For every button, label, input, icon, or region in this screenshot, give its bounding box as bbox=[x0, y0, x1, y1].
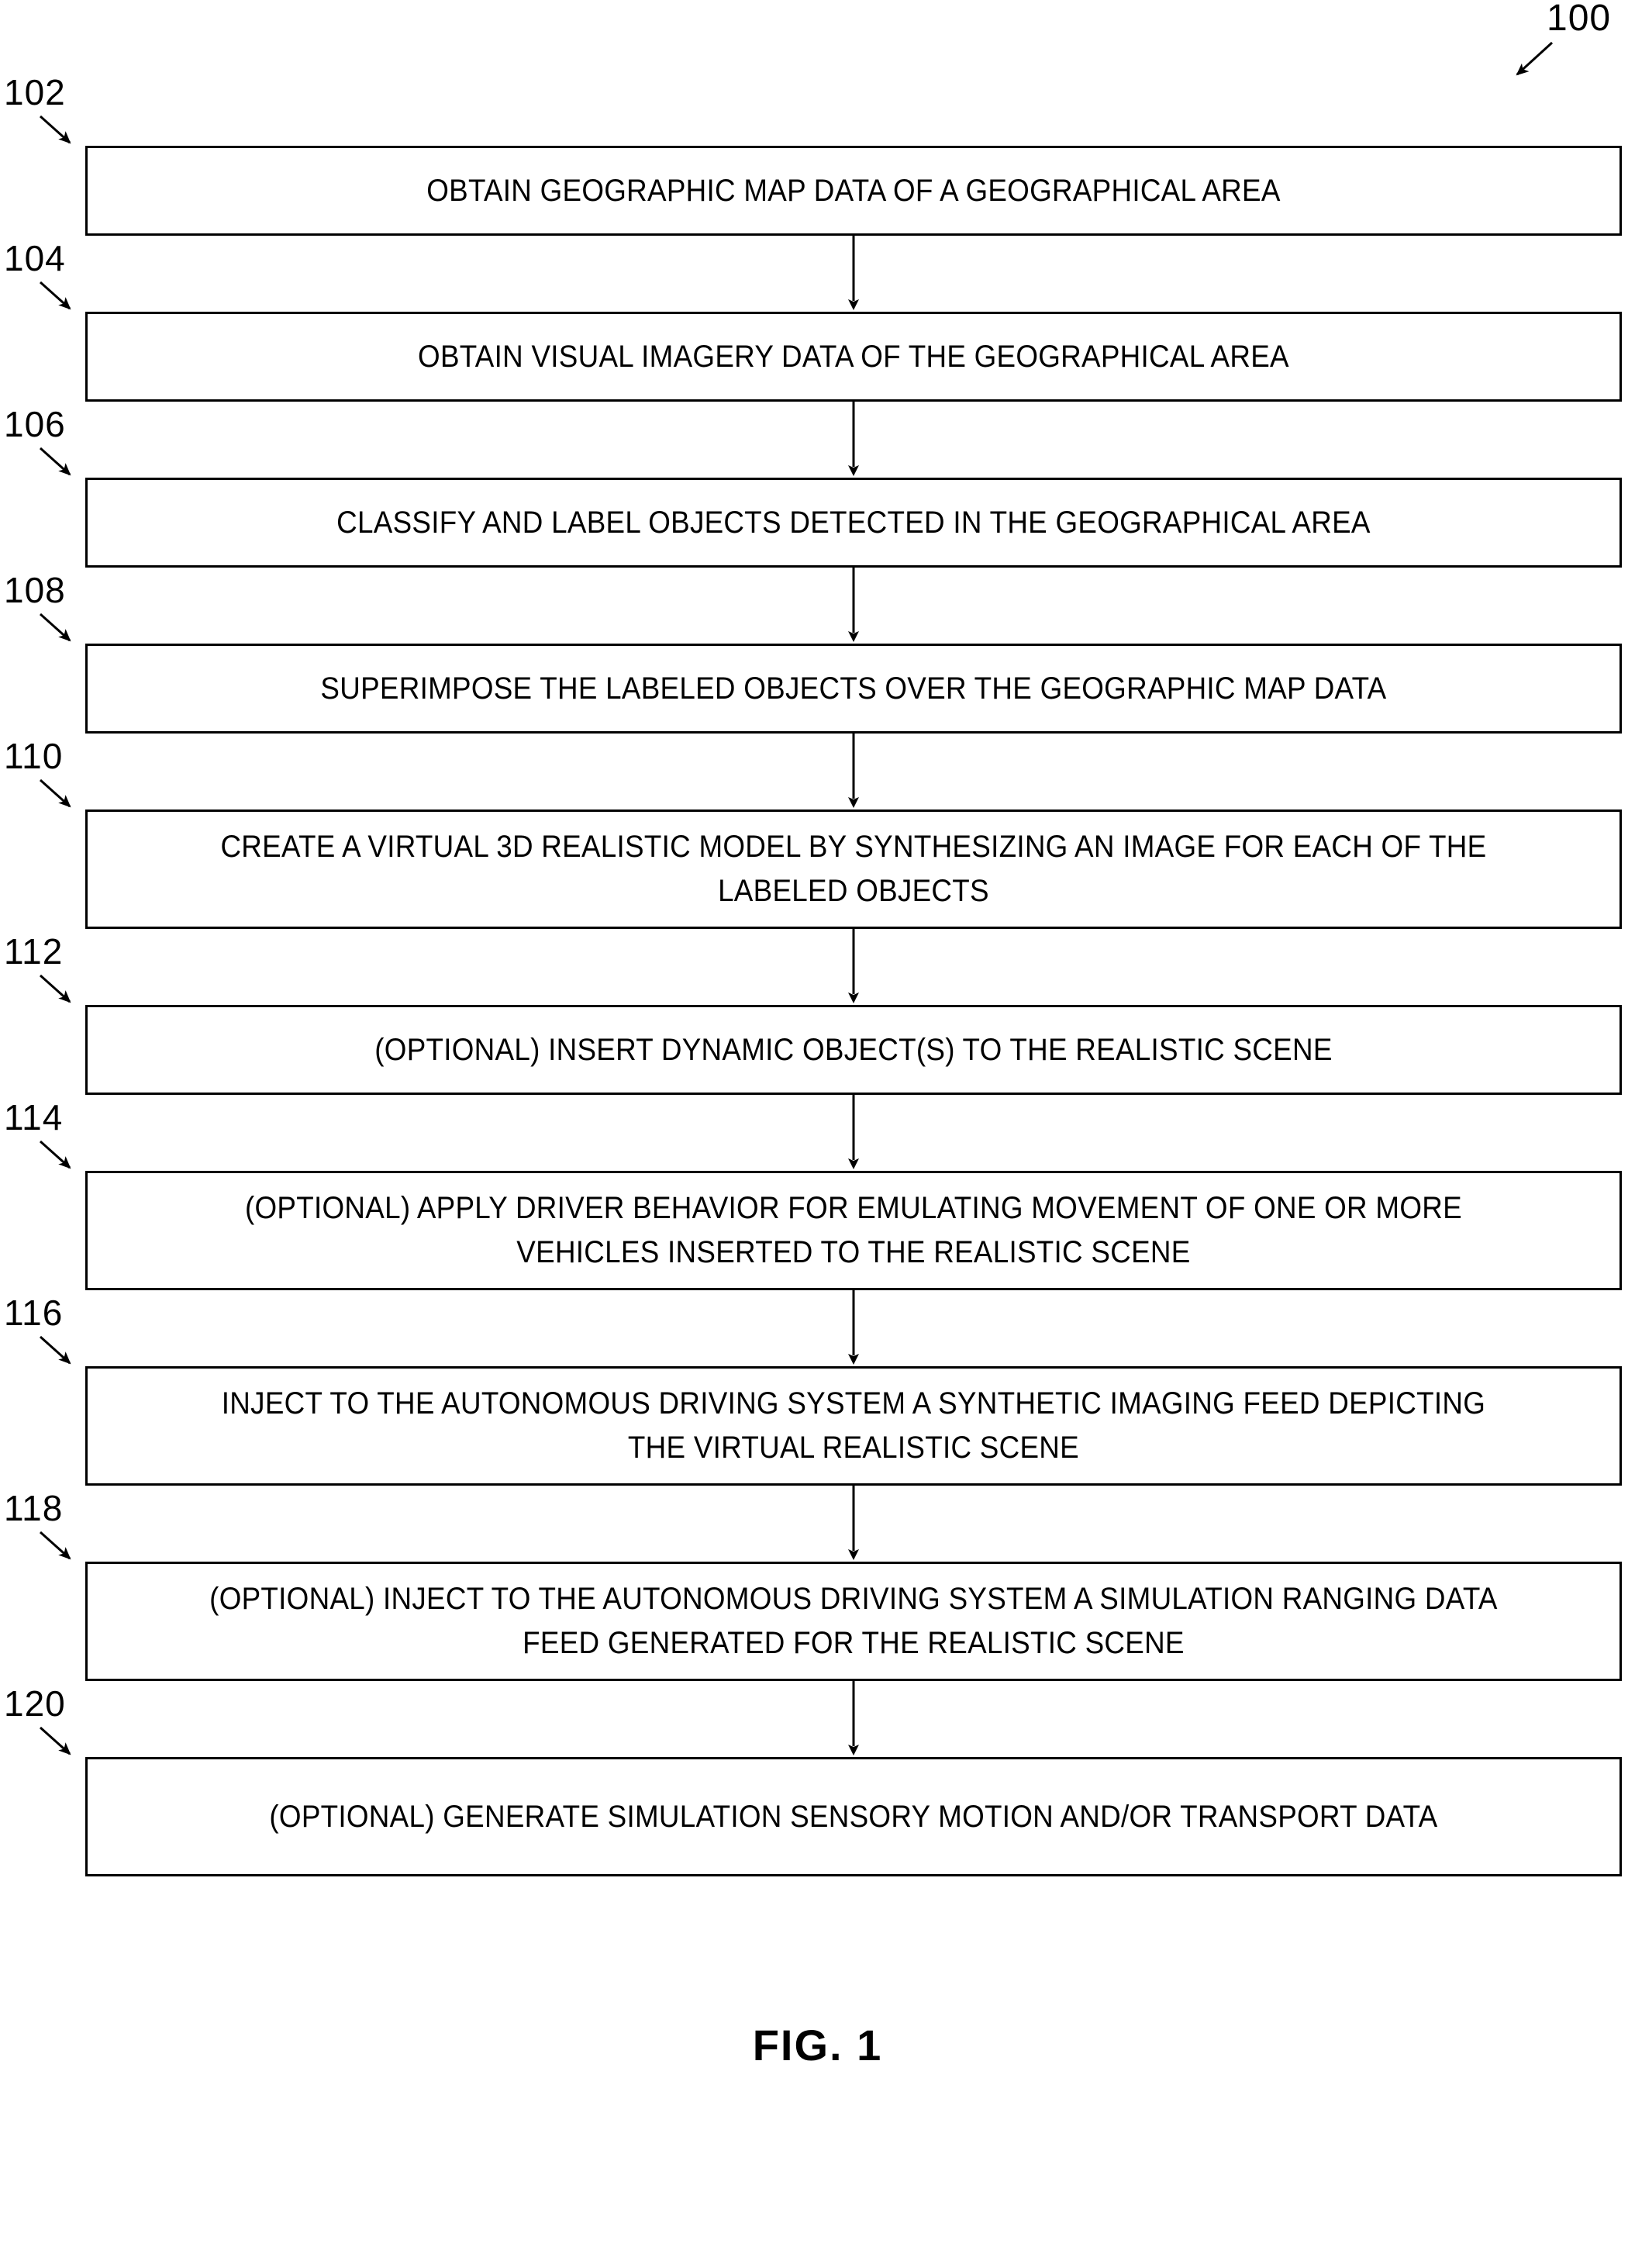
reference-numeral-118: 118 bbox=[4, 1488, 64, 1528]
step-box-106: CLASSIFY AND LABEL OBJECTS DETECTED IN T… bbox=[85, 478, 1622, 568]
reference-numeral-106: 106 bbox=[4, 404, 66, 444]
step-box-112: (OPTIONAL) INSERT DYNAMIC OBJECT(S) TO T… bbox=[85, 1005, 1622, 1095]
reference-numeral-112: 112 bbox=[4, 931, 64, 972]
reference-numeral-116: 116 bbox=[4, 1293, 64, 1333]
reference-numeral-108: 108 bbox=[4, 570, 66, 610]
step-label-116: INJECT TO THE AUTONOMOUS DRIVING SYSTEM … bbox=[221, 1386, 1486, 1465]
step-label-102: OBTAIN GEOGRAPHIC MAP DATA OF A GEOGRAPH… bbox=[426, 173, 1281, 208]
step-box-118: (OPTIONAL) INJECT TO THE AUTONOMOUS DRIV… bbox=[85, 1562, 1622, 1681]
figure-caption: FIG. 1 bbox=[752, 2021, 883, 2070]
reference-numeral-102: 102 bbox=[4, 72, 66, 112]
reference-numeral-120: 120 bbox=[4, 1683, 66, 1724]
step-box-108: SUPERIMPOSE THE LABELED OBJECTS OVER THE… bbox=[85, 644, 1622, 734]
assembly-reference-numeral: 100 bbox=[1547, 0, 1612, 39]
step-label-112: (OPTIONAL) INSERT DYNAMIC OBJECT(S) TO T… bbox=[374, 1032, 1333, 1067]
step-box-114: (OPTIONAL) APPLY DRIVER BEHAVIOR FOR EMU… bbox=[85, 1171, 1622, 1290]
step-box-102: OBTAIN GEOGRAPHIC MAP DATA OF A GEOGRAPH… bbox=[85, 146, 1622, 236]
step-label-120: (OPTIONAL) GENERATE SIMULATION SENSORY M… bbox=[269, 1799, 1438, 1834]
reference-numeral-114: 114 bbox=[4, 1097, 64, 1137]
reference-numeral-110: 110 bbox=[4, 736, 64, 776]
step-label-114: (OPTIONAL) APPLY DRIVER BEHAVIOR FOR EMU… bbox=[245, 1191, 1462, 1269]
step-label-108: SUPERIMPOSE THE LABELED OBJECTS OVER THE… bbox=[320, 671, 1387, 706]
step-box-120: (OPTIONAL) GENERATE SIMULATION SENSORY M… bbox=[85, 1757, 1622, 1876]
reference-numeral-104: 104 bbox=[4, 238, 66, 278]
step-box-104: OBTAIN VISUAL IMAGERY DATA OF THE GEOGRA… bbox=[85, 312, 1622, 402]
step-label-118: (OPTIONAL) INJECT TO THE AUTONOMOUS DRIV… bbox=[209, 1582, 1498, 1660]
step-box-110: CREATE A VIRTUAL 3D REALISTIC MODEL BY S… bbox=[85, 810, 1622, 929]
step-box-116: INJECT TO THE AUTONOMOUS DRIVING SYSTEM … bbox=[85, 1366, 1622, 1486]
step-label-106: CLASSIFY AND LABEL OBJECTS DETECTED IN T… bbox=[336, 505, 1371, 540]
step-label-110: CREATE A VIRTUAL 3D REALISTIC MODEL BY S… bbox=[220, 830, 1487, 908]
step-label-104: OBTAIN VISUAL IMAGERY DATA OF THE GEOGRA… bbox=[418, 339, 1289, 374]
assembly-leader-line bbox=[1516, 41, 1554, 76]
